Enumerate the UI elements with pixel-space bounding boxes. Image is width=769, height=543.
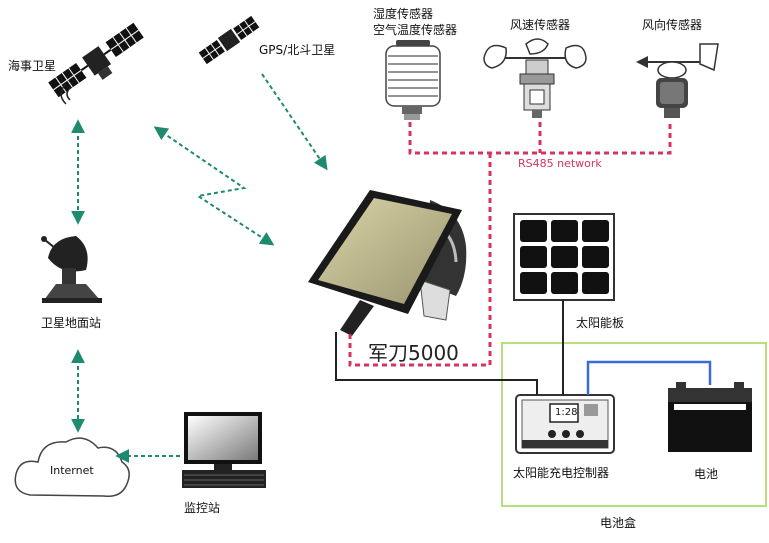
internet-label: Internet bbox=[50, 464, 94, 477]
maritime-satellite-label: 海事卫星 bbox=[8, 59, 57, 73]
controller-display-readout: 1:28 bbox=[555, 407, 578, 418]
air-temp-humidity-sensor-label: 空气温度传感器 bbox=[373, 23, 458, 37]
solar-panel-label: 太阳能板 bbox=[576, 316, 625, 330]
gps-satellite-icon bbox=[198, 15, 260, 65]
rs485-network-label: RS485 network bbox=[518, 157, 602, 170]
charge-controller-label: 太阳能充电控制器 bbox=[513, 466, 610, 480]
monitor-station-icon bbox=[182, 412, 266, 488]
rs485-network-lines bbox=[348, 122, 672, 367]
monitor-station-label: 监控站 bbox=[184, 501, 221, 515]
battery-label: 电池 bbox=[694, 467, 719, 481]
maritime-satellite-icon bbox=[48, 22, 144, 105]
humidity-sensor-label: 湿度传感器 bbox=[373, 7, 434, 21]
wind-speed-sensor-icon bbox=[483, 38, 587, 118]
ground-station-label: 卫星地面站 bbox=[41, 316, 102, 330]
internet-cloud-icon bbox=[14, 437, 130, 498]
battery-box-label: 电池盒 bbox=[600, 516, 637, 530]
wind-speed-sensor-label: 风速传感器 bbox=[510, 18, 571, 32]
battery-icon bbox=[668, 382, 752, 452]
wireless-links bbox=[71, 73, 328, 463]
terminal-label: 军刀5000 bbox=[368, 341, 459, 365]
ground-station-icon bbox=[41, 236, 102, 303]
humidity-sensor-icon bbox=[385, 40, 441, 120]
battery-box-outline bbox=[501, 342, 767, 507]
gps-beidou-label: GPS/北斗卫星 bbox=[259, 43, 336, 57]
solar-panel-icon bbox=[513, 213, 615, 301]
power-wiring bbox=[335, 300, 712, 395]
wind-direction-sensor-icon bbox=[636, 43, 719, 118]
terminal-antenna-icon bbox=[308, 190, 467, 336]
charge-controller-icon bbox=[515, 394, 615, 454]
wind-direction-sensor-label: 风向传感器 bbox=[642, 18, 703, 32]
